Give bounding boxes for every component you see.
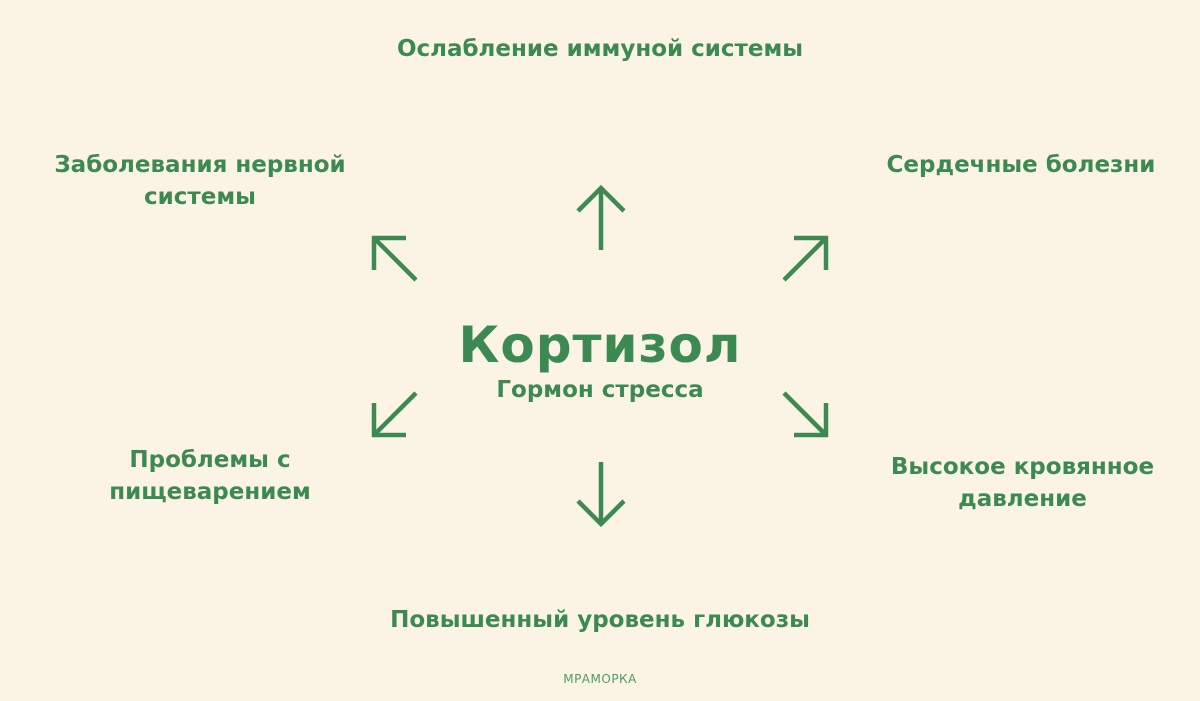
effect-nervous-line-2: системы <box>144 184 256 210</box>
effect-glucose: Повышенный уровень глюкозы <box>300 604 900 636</box>
effect-digestion-line-2: пищеварением <box>109 479 311 505</box>
watermark: МРАМОРКА <box>563 672 637 686</box>
effect-heart: Сердечные болезни <box>840 149 1200 181</box>
arrow-down-icon <box>576 462 626 528</box>
arrow-up-left-icon <box>371 235 418 282</box>
effect-digestion: Проблемы с пищеварением <box>20 444 400 508</box>
arrow-up-icon <box>576 184 626 250</box>
effect-blood-pressure-line-2: давление <box>958 486 1087 512</box>
effect-nervous-line-1: Заболевания нервной <box>54 152 346 178</box>
effect-nervous: Заболевания нервной системы <box>20 149 380 213</box>
effect-heart-line-1: Сердечные болезни <box>886 152 1156 178</box>
arrow-down-left-icon <box>371 391 418 438</box>
effect-glucose-line-1: Повышенный уровень глюкозы <box>390 607 810 633</box>
effect-immune-line-1: Ослабление иммуной системы <box>396 36 804 62</box>
effect-digestion-line-1: Проблемы с <box>129 447 291 473</box>
arrow-up-right-icon <box>782 235 829 282</box>
center-title: Кортизол <box>458 316 742 374</box>
center-subtitle: Гормон стресса <box>496 377 704 403</box>
effect-blood-pressure: Высокое кровянное давление <box>860 451 1185 515</box>
effect-blood-pressure-line-1: Высокое кровянное <box>890 454 1155 480</box>
arrow-down-right-icon <box>782 391 829 438</box>
effect-immune: Ослабление иммуной системы <box>300 33 900 65</box>
